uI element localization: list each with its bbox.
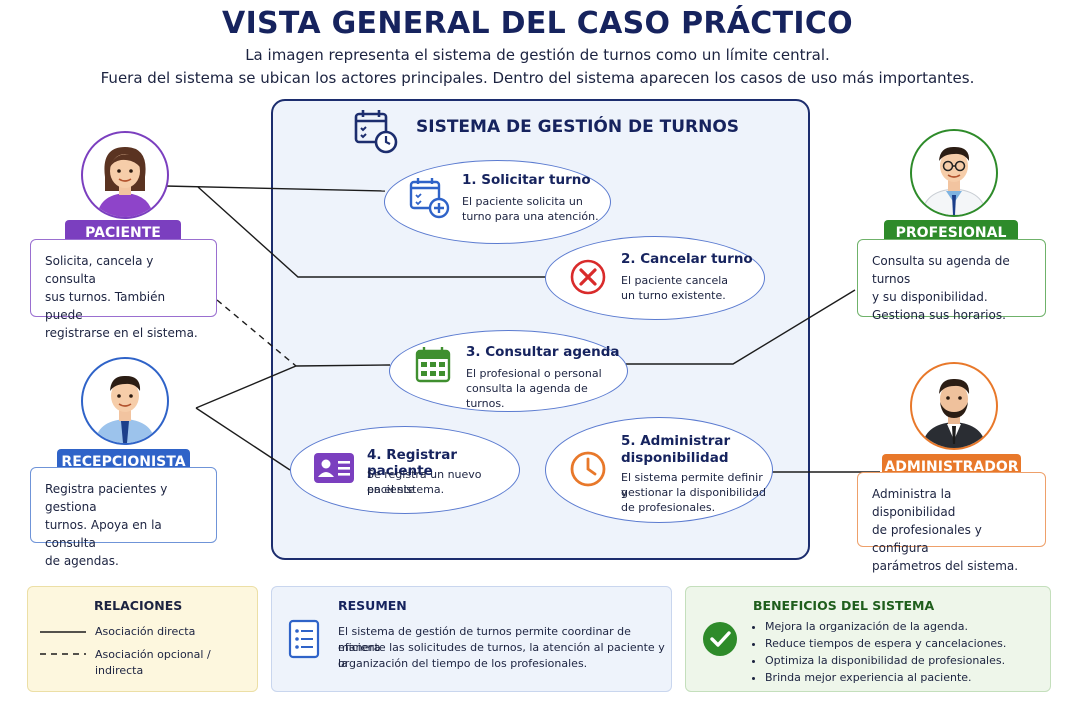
use-case-registrar-paciente[interactable]: 4. Registrar paciente Se registra un nue… bbox=[290, 426, 520, 514]
use-case-title: disponibilidad bbox=[621, 450, 729, 466]
avatar-administrador bbox=[910, 362, 998, 450]
benefits-list: Mejora la organización de la agenda. Red… bbox=[751, 618, 1006, 686]
avatar-paciente bbox=[81, 131, 169, 219]
summary-text-line: organización del tiempo de los profesion… bbox=[338, 657, 588, 670]
benefits-title: BENEFICIOS DEL SISTEMA bbox=[753, 598, 935, 613]
legend-indirect-label: Asociación opcional / indirecta bbox=[95, 648, 211, 677]
summary-text-line: eficiente las solicitudes de turnos, la … bbox=[338, 641, 665, 670]
summary-title: RESUMEN bbox=[338, 598, 407, 613]
use-case-desc: El paciente cancela bbox=[621, 274, 729, 287]
benefit-item: Mejora la organización de la agenda. bbox=[765, 618, 1006, 635]
actor-text-line: parámetros del sistema. bbox=[872, 559, 1019, 573]
use-case-title: 3. Consultar agenda bbox=[466, 344, 620, 360]
use-case-desc: gestionar la disponibilidad bbox=[621, 486, 766, 499]
avatar-recepcionista bbox=[81, 357, 169, 445]
use-case-desc: El paciente solicita un bbox=[462, 195, 583, 208]
use-case-desc: de profesionales. bbox=[621, 501, 716, 514]
avatar-profesional bbox=[910, 129, 998, 217]
woman-avatar-icon bbox=[97, 147, 153, 217]
actor-text-line: de agendas. bbox=[45, 554, 119, 568]
use-case-title: 5. Administrar bbox=[621, 433, 731, 449]
relations-title: RELACIONES bbox=[94, 598, 183, 613]
use-case-desc: un turno existente. bbox=[621, 289, 726, 302]
cancel-icon bbox=[568, 257, 608, 297]
use-case-consultar-agenda[interactable]: 3. Consultar agenda El profesional o per… bbox=[389, 330, 628, 412]
use-case-title: 4. Registrar paciente bbox=[367, 447, 457, 479]
actor-description-administrador: Administra la disponibilidad de profesio… bbox=[857, 472, 1046, 573]
subtitle-line-2: Fuera del sistema se ubican los actores … bbox=[100, 69, 975, 87]
id-card-icon bbox=[313, 451, 355, 485]
summary-text-line: El sistema de gestión de turnos permite … bbox=[338, 625, 631, 654]
actor-text-line: y su disponibilidad. bbox=[872, 290, 988, 304]
actor-text-line: sus turnos. También puede bbox=[45, 290, 166, 322]
actor-text-line: Registra pacientes y gestiona bbox=[45, 482, 168, 514]
doctor-avatar-icon bbox=[921, 146, 987, 215]
benefits-panel: BENEFICIOS DEL SISTEMA Mejora la organiz… bbox=[685, 586, 1051, 692]
actor-text-line: turnos. Apoya en la consulta bbox=[45, 518, 162, 550]
use-case-desc: El profesional o personal bbox=[466, 367, 602, 380]
line-profesional-consultar bbox=[626, 289, 856, 365]
businessman-avatar-icon bbox=[922, 378, 986, 448]
actor-description-paciente: Solicita, cancela y consulta sus turnos.… bbox=[30, 239, 217, 340]
use-case-cancelar-turno[interactable]: 2. Cancelar turno El paciente cancela un… bbox=[545, 236, 765, 320]
calendar-add-icon bbox=[407, 175, 451, 219]
actor-description-profesional: Consulta su agenda de turnos y su dispon… bbox=[857, 239, 1046, 322]
clock-icon bbox=[568, 449, 608, 489]
relations-panel: RELACIONES Asociación directa Asociación… bbox=[27, 586, 258, 692]
use-case-title: 1. Solicitar turno bbox=[462, 172, 591, 188]
actor-text-line: Solicita, cancela y consulta bbox=[45, 254, 154, 286]
actor-text-line: Consulta su agenda de turnos bbox=[872, 254, 1010, 286]
use-case-title: 2. Cancelar turno bbox=[621, 251, 753, 267]
use-case-desc: Se registra un nuevo paciente bbox=[367, 468, 482, 496]
relations-legend-lines bbox=[40, 631, 86, 655]
use-case-solicitar-turno[interactable]: 1. Solicitar turno El paciente solicita … bbox=[384, 160, 611, 244]
benefit-item: Reduce tiempos de espera y cancelaciones… bbox=[765, 635, 1006, 652]
line-paciente-solicitar bbox=[164, 185, 386, 192]
line-recepcionista-consultar bbox=[195, 364, 391, 409]
line-recepcionista-registrar bbox=[195, 407, 291, 471]
summary-panel: RESUMEN El sistema de gestión de turnos … bbox=[271, 586, 672, 692]
page-title: VISTA GENERAL DEL CASO PRÁCTICO bbox=[222, 6, 853, 41]
benefit-item: Brinda mejor experiencia al paciente. bbox=[765, 669, 1006, 686]
use-case-desc: El sistema permite definir y bbox=[621, 471, 763, 499]
system-title: SISTEMA DE GESTIÓN DE TURNOS bbox=[416, 117, 740, 137]
actor-text-line: registrarse en el sistema. bbox=[45, 326, 198, 340]
actor-text-line: de profesionales y configura bbox=[872, 523, 982, 555]
use-case-administrar-disponibilidad[interactable]: 5. Administrar disponibilidad El sistema… bbox=[545, 417, 773, 523]
line-paciente-cancelar bbox=[197, 186, 546, 278]
check-circle-icon bbox=[702, 621, 738, 657]
subtitle-line-1: La imagen representa el sistema de gesti… bbox=[245, 46, 830, 64]
actor-text-line: Gestiona sus horarios. bbox=[872, 308, 1006, 322]
document-list-icon bbox=[288, 619, 320, 659]
man-avatar-icon bbox=[95, 375, 155, 443]
calendar-clock-icon bbox=[353, 108, 399, 154]
benefit-item: Optimiza la disponibilidad de profesiona… bbox=[765, 652, 1006, 669]
actor-description-recepcionista: Registra pacientes y gestiona turnos. Ap… bbox=[30, 467, 217, 568]
use-case-desc: consulta la agenda de turnos. bbox=[466, 382, 588, 410]
legend-direct-label: Asociación directa bbox=[95, 625, 196, 638]
use-case-desc: en el sistema. bbox=[367, 483, 445, 496]
use-case-desc: turno para una atención. bbox=[462, 210, 599, 223]
line-paciente-consultar-dashed bbox=[216, 299, 297, 367]
actor-text-line: Administra la disponibilidad bbox=[872, 487, 956, 519]
calendar-grid-icon bbox=[414, 345, 452, 385]
